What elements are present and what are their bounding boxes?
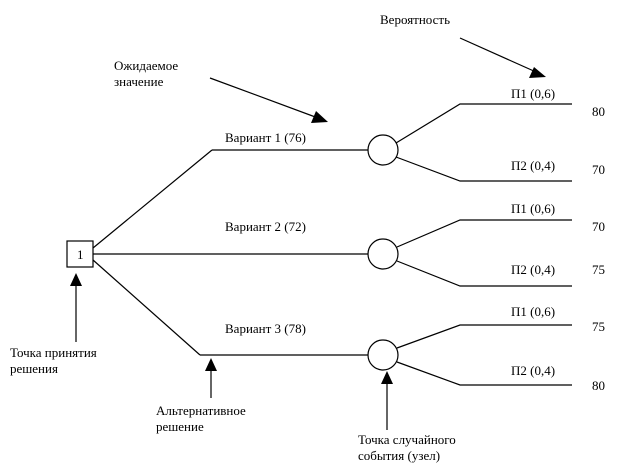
variant-2-outcome-2-branch <box>396 260 572 287</box>
variant-3-outcome-1-branch <box>396 324 572 349</box>
probability-arrow-line <box>459 37 537 73</box>
variant-2-outcome-1-value: 70 <box>592 219 605 234</box>
variant-1-label: Вариант 1 (76) <box>225 130 306 145</box>
decision-point-label-line1: Точка принятия <box>10 345 97 360</box>
probability-label: Вероятность <box>380 12 450 27</box>
variant-3-label: Вариант 3 (78) <box>225 321 306 336</box>
variant-2-label: Вариант 2 (72) <box>225 219 306 234</box>
alternative-label-line1: Альтернативное <box>156 403 246 418</box>
expected-value-arrow-head <box>311 111 328 123</box>
expected-value-arrow-line <box>209 77 319 119</box>
variant-3-branch-diagonal <box>92 259 201 356</box>
chance-node-3 <box>367 339 399 371</box>
variant-2-outcome-2-value: 75 <box>592 262 605 277</box>
chance-event-arrow-head <box>381 371 393 384</box>
variant-2-outcome-1-branch <box>396 219 572 248</box>
expected-value-label-line1: Ожидаемое <box>114 58 178 73</box>
alternative-arrow-head <box>205 358 217 371</box>
alternative-label-line2: решение <box>156 419 204 434</box>
variant-1-outcome-1-value: 80 <box>592 104 605 119</box>
variant-1-outcome-1-branch <box>395 103 572 144</box>
variant-3-outcome-2-branch <box>396 361 572 386</box>
probability-arrow-head <box>529 67 546 78</box>
variant-3-outcome-1-label: П1 (0,6) <box>511 304 555 319</box>
chance-node-1 <box>367 134 399 166</box>
variant-1-outcome-2-value: 70 <box>592 162 605 177</box>
variant-2-outcome-1-label: П1 (0,6) <box>511 201 555 216</box>
variant-3-outcome-1-value: 75 <box>592 319 605 334</box>
decision-node-box <box>66 240 94 268</box>
decision-point-label-line2: решения <box>10 361 58 376</box>
chance-node-2 <box>367 238 399 270</box>
variant-1-outcome-2-branch <box>395 156 572 182</box>
variant-2-outcome-2-label: П2 (0,4) <box>511 262 555 277</box>
chance-event-label-line1: Точка случайного <box>358 432 456 447</box>
variant-1-outcome-1-label: П1 (0,6) <box>511 86 555 101</box>
decision-point-arrow-head <box>70 273 82 286</box>
chance-event-label-line2: события (узел) <box>358 448 440 463</box>
variant-1-branch-diagonal <box>92 149 213 249</box>
expected-value-label-line2: значение <box>114 74 164 89</box>
decision-node-label: 1 <box>77 247 84 262</box>
variant-3-outcome-2-label: П2 (0,4) <box>511 363 555 378</box>
variant-3-outcome-2-value: 80 <box>592 378 605 393</box>
variant-1-outcome-2-label: П2 (0,4) <box>511 158 555 173</box>
